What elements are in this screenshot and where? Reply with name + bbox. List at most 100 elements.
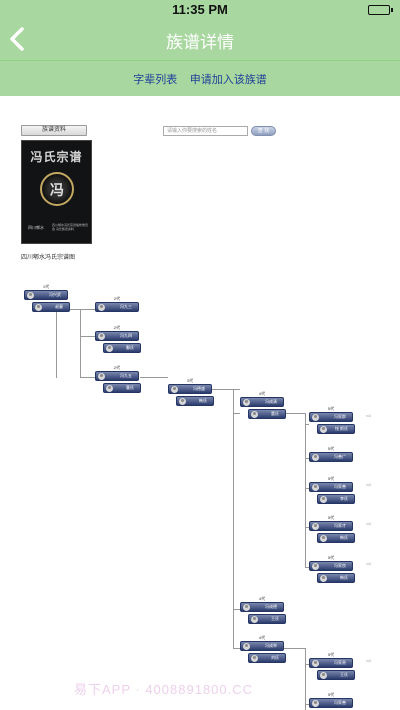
- tree-node: 4代 冯成举 刘氏: [240, 635, 290, 663]
- spouse-name: 曹氏: [126, 385, 134, 390]
- tree-connector: [305, 704, 309, 705]
- generation-label: 3代: [186, 378, 194, 383]
- expand-arrow-icon[interactable]: ⇨: [366, 561, 372, 568]
- spouse-name: 李氏: [340, 496, 348, 501]
- avatar-icon: [320, 496, 327, 503]
- tree-node: 5代 冯家善: [309, 692, 359, 710]
- member-card[interactable]: 冯九四: [95, 331, 139, 341]
- member-name: 冯兴武: [49, 292, 61, 297]
- tree-connector: [56, 307, 57, 378]
- expand-arrow-icon[interactable]: ⇨: [366, 413, 372, 420]
- tree-connector: [305, 664, 309, 665]
- tree-connector: [305, 648, 306, 710]
- member-name: 冯家才: [334, 523, 346, 528]
- member-name: 冯家善: [334, 700, 346, 705]
- spouse-card[interactable]: 钱 斯氏: [317, 424, 355, 434]
- apply-join-link[interactable]: 申请加入该族谱: [189, 74, 267, 86]
- avatar-icon: [320, 575, 327, 582]
- tree-connector: [233, 389, 234, 649]
- spouse-name: 韩氏: [199, 398, 207, 403]
- search-input[interactable]: 请输入你要搜索的姓名: [163, 126, 248, 136]
- family-tree: 1代 冯兴武 叔妻 2代 冯九三 2代 冯九四 鄱氏 2代 冯九五 曹氏 3代 …: [0, 96, 400, 710]
- avatar-icon: [27, 292, 34, 299]
- spouse-card[interactable]: 韩氏: [317, 533, 355, 543]
- avatar-icon: [243, 399, 250, 406]
- spouse-card[interactable]: 刘氏: [248, 653, 286, 663]
- spouse-name: 董氏: [271, 411, 279, 416]
- member-card[interactable]: 冯家良: [309, 561, 353, 571]
- avatar-icon: [98, 373, 105, 380]
- tree-connector: [80, 309, 81, 378]
- spouse-name: 鄱氏: [126, 345, 134, 350]
- member-card[interactable]: 冯家才: [309, 521, 353, 531]
- spouse-card[interactable]: 韩氏: [317, 573, 355, 583]
- genealogy-cover-image[interactable]: 冯氏宗谱 冯 四川郫水 四川郫水冯氏宗谱编修委员会 冯氏族谱资料: [21, 140, 92, 244]
- status-time: 11:35 PM: [172, 2, 228, 17]
- avatar-icon: [106, 385, 113, 392]
- member-name: 冯家善: [334, 484, 346, 489]
- spouse-card[interactable]: 王氏: [317, 670, 355, 680]
- member-card[interactable]: 冯九五: [95, 371, 139, 381]
- spouse-card[interactable]: 董氏: [248, 409, 286, 419]
- spouse-card[interactable]: 王氏: [248, 614, 286, 624]
- avatar-icon: [312, 454, 319, 461]
- tree-connector: [233, 648, 240, 649]
- tree-connector: [305, 424, 309, 425]
- member-card[interactable]: 冯善广: [309, 452, 353, 462]
- tree-node: 4代 冯成德 王氏: [240, 596, 290, 624]
- generation-label: 5代: [327, 476, 335, 481]
- member-card[interactable]: 冯家贵: [309, 658, 353, 668]
- member-card[interactable]: 冯成清: [240, 397, 284, 407]
- tree-connector: [305, 488, 309, 489]
- tree-node: 4代 冯成清 董氏: [240, 391, 290, 419]
- generation-list-link[interactable]: 字辈列表: [133, 74, 178, 86]
- spouse-name: 韩氏: [340, 575, 348, 580]
- tree-node: 5代 冯家群 钱 斯氏: [309, 406, 359, 434]
- generation-label: 5代: [327, 652, 335, 657]
- avatar-icon: [243, 643, 250, 650]
- member-name: 冯德盛: [193, 386, 205, 391]
- avatar-icon: [98, 304, 105, 311]
- tree-connector: [140, 377, 168, 378]
- member-name: 冯家群: [334, 414, 346, 419]
- spouse-card[interactable]: 鄱氏: [103, 343, 141, 353]
- tree-node: 5代 冯家贵 王氏: [309, 652, 359, 680]
- avatar-icon: [243, 604, 250, 611]
- expand-arrow-icon[interactable]: ⇨: [366, 521, 372, 528]
- spouse-card[interactable]: 叔妻: [32, 302, 70, 312]
- spouse-card[interactable]: 韩氏: [176, 396, 214, 406]
- avatar-icon: [312, 484, 319, 491]
- generation-label: 5代: [327, 515, 335, 520]
- genealogy-info-button[interactable]: 族谱资料: [21, 125, 87, 136]
- spouse-card[interactable]: 曹氏: [103, 383, 141, 393]
- cover-caption: 四川郫水冯氏宗谱图: [21, 255, 76, 261]
- member-card[interactable]: 冯兴武: [24, 290, 68, 300]
- tree-node: 2代 冯九五 曹氏: [95, 365, 145, 393]
- tree-connector: [305, 527, 309, 528]
- generation-label: 5代: [327, 555, 335, 560]
- avatar-icon: [251, 616, 258, 623]
- avatar-icon: [320, 535, 327, 542]
- expand-arrow-icon[interactable]: ⇨: [366, 482, 372, 489]
- tree-connector: [305, 458, 309, 459]
- member-card[interactable]: 冯家群: [309, 412, 353, 422]
- avatar-icon: [251, 411, 258, 418]
- avatar-icon: [179, 398, 186, 405]
- spouse-card[interactable]: 李氏: [317, 494, 355, 504]
- avatar-icon: [320, 672, 327, 679]
- expand-arrow-icon[interactable]: ⇨: [366, 658, 372, 665]
- back-button[interactable]: [6, 24, 30, 54]
- member-name: 冯家贵: [334, 660, 346, 665]
- member-card[interactable]: 冯九三: [95, 302, 139, 312]
- status-bar: 11:35 PM: [0, 0, 400, 20]
- member-card[interactable]: 冯家善: [309, 698, 353, 708]
- member-card[interactable]: 冯成举: [240, 641, 284, 651]
- member-card[interactable]: 冯家善: [309, 482, 353, 492]
- genealogy-content[interactable]: 族谱资料 请输入你要搜索的姓名 查 找 冯氏宗谱 冯 四川郫水 四川郫水冯氏宗谱…: [0, 96, 400, 710]
- member-card[interactable]: 冯德盛: [168, 384, 212, 394]
- cover-left-text: 四川郫水: [28, 225, 44, 230]
- member-card[interactable]: 冯成德: [240, 602, 284, 612]
- generation-label: 2代: [113, 365, 121, 370]
- tree-node: 5代 冯家才 韩氏: [309, 515, 359, 543]
- search-button[interactable]: 查 找: [251, 126, 276, 136]
